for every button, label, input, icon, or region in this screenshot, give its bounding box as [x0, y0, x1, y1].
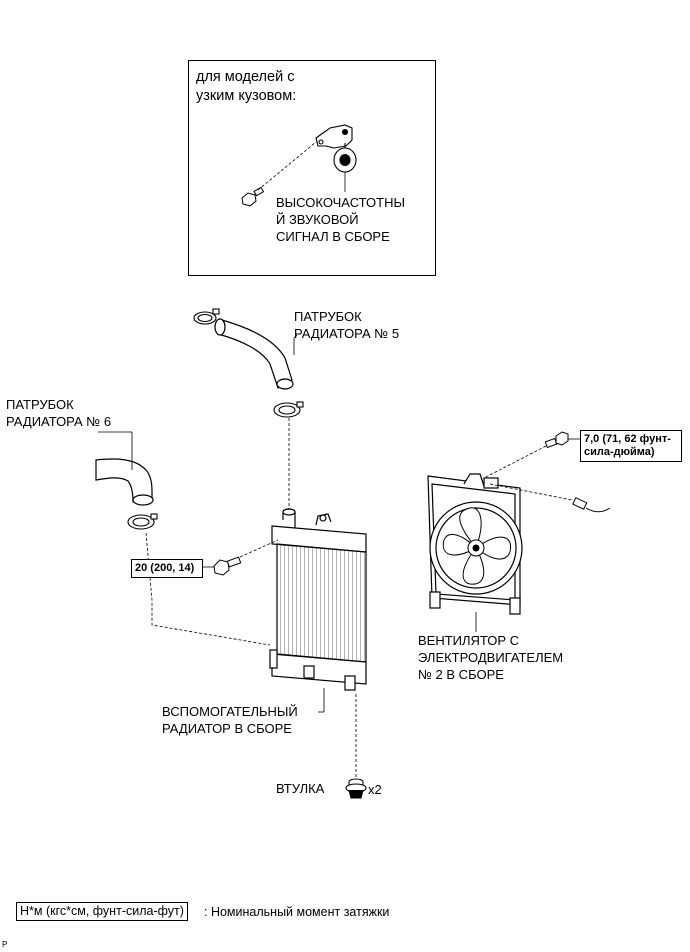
connector-dashed [489, 483, 573, 501]
figure-code: P [2, 940, 8, 949]
radiator-label-leader [318, 688, 325, 713]
torque-unit-legend-box: Н*м (кгс*см, фунт-сила-фут) [16, 902, 188, 921]
hose-clamp-icon [193, 308, 220, 325]
radiator-hose-5-icon [214, 318, 294, 390]
fan-bolt-dashed [483, 445, 547, 479]
bushing-icon [345, 778, 367, 799]
sub-radiator-icon [269, 508, 367, 691]
hose5-label-leader [293, 334, 298, 355]
radiator-label: ВСПОМОГАТЕЛЬНЫЙ РАДИАТОР В СБОРЕ [162, 704, 298, 736]
hose5-label: ПАТРУБОК РАДИАТОРА № 5 [294, 309, 400, 341]
bushing-label: ВТУЛКА [276, 781, 325, 796]
radiator-bolt-icon [213, 556, 242, 576]
fan-bolt-icon [544, 431, 569, 449]
torque-legend-text: : Номинальный момент затяжки [204, 905, 390, 919]
horn-bolt-icon [241, 186, 265, 207]
hose6-label-leader [98, 431, 133, 470]
radiator-bolt-torque: 20 (200, 14) [131, 559, 203, 578]
hose-clamp-icon [273, 401, 304, 418]
hose6-dashed-line [145, 532, 271, 646]
radiator-hose-6-icon [95, 458, 154, 506]
fan-blades-icon [442, 507, 512, 585]
fan-connector-icon [572, 497, 611, 513]
fan-bolt-torque: 7,0 (71, 62 фунт- сила-дюйма) [580, 430, 682, 462]
horn-label: ВЫСОКОЧАСТОТНЫ Й ЗВУКОВОЙ СИГНАЛ В СБОРЕ [276, 195, 405, 244]
hose6-label: ПАТРУБОК РАДИАТОРА № 6 [6, 397, 112, 429]
fan-label: ВЕНТИЛЯТОР С ЭЛЕКТРОДВИГАТЕЛЕМ № 2 В СБО… [418, 633, 564, 682]
horn-leader-dashed [257, 141, 317, 191]
inset-title: для моделей с узким кузовом: [196, 69, 297, 104]
bushing-qty: x2 [368, 782, 382, 797]
hose-clamp-icon [127, 513, 158, 530]
narrow-body-inset [188, 60, 436, 276]
horn-bracket-icon [315, 124, 353, 149]
radiator-bolt-dashed [239, 539, 279, 558]
